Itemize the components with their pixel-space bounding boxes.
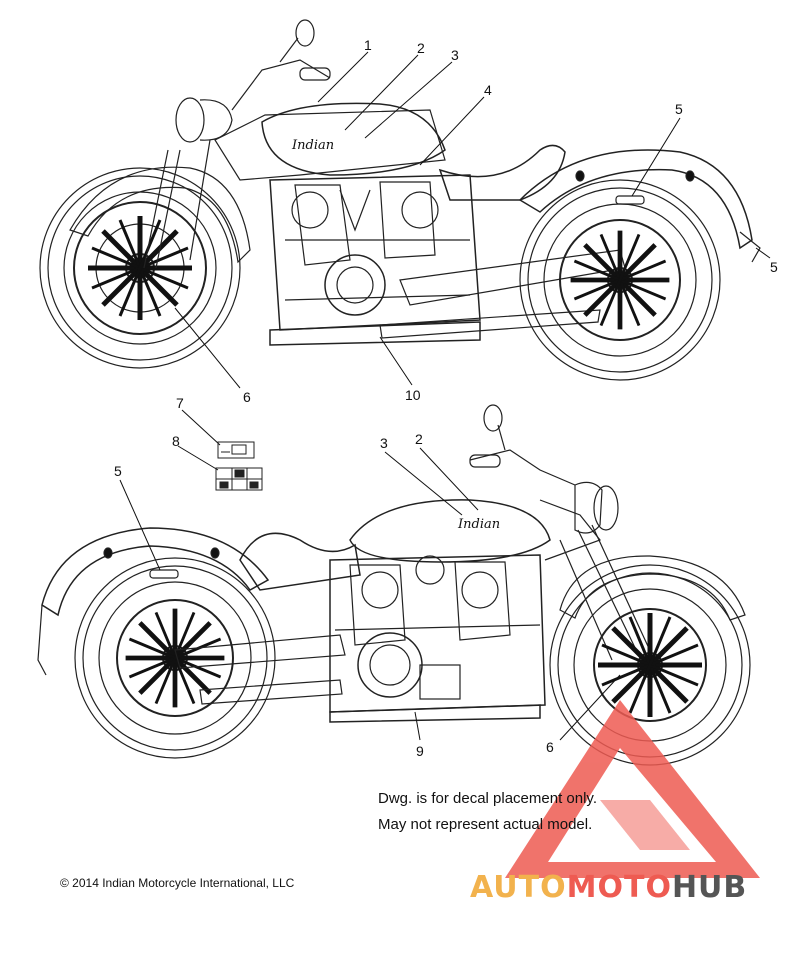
front-fork-bottom bbox=[559, 524, 653, 661]
rear-fender-decal-bottom bbox=[149, 569, 179, 579]
fuel-tank-top bbox=[261, 102, 446, 176]
watermark-auto: AUTO bbox=[470, 870, 567, 905]
headlight-bottom bbox=[574, 481, 619, 534]
copyright-notice: © 2014 Indian Motorcycle International, … bbox=[60, 876, 295, 890]
exhaust-bottom bbox=[199, 679, 343, 705]
headlight-top bbox=[175, 97, 233, 143]
callout-8: 8 bbox=[172, 433, 180, 449]
fuel-tank-bottom bbox=[349, 499, 551, 563]
watermark-logo-triangle bbox=[505, 700, 760, 878]
leader-lines-top bbox=[174, 51, 771, 471]
tank-logo-bottom: Indian bbox=[457, 517, 500, 532]
callout-4: 4 bbox=[484, 82, 492, 98]
label-8-decal bbox=[215, 467, 263, 491]
callout-5-bottom: 5 bbox=[114, 463, 122, 479]
callout-1: 1 bbox=[364, 37, 372, 53]
engine-bottom bbox=[329, 554, 546, 713]
mirror-bottom bbox=[483, 404, 503, 432]
callout-7: 7 bbox=[176, 395, 184, 411]
callout-5-top-b: 5 bbox=[770, 259, 778, 275]
callout-3-top: 3 bbox=[451, 47, 459, 63]
front-wheel-bottom bbox=[549, 564, 751, 766]
watermark-text: AUTOMOTOHUB bbox=[470, 870, 747, 905]
engine-top bbox=[269, 174, 481, 331]
motorcycle-left-view: Indian bbox=[39, 19, 761, 381]
seat-top bbox=[438, 144, 566, 201]
swingarm-bottom bbox=[174, 634, 346, 669]
note-line-2: May not represent actual model. bbox=[378, 816, 593, 833]
callout-10: 10 bbox=[405, 387, 421, 403]
swingarm-top bbox=[399, 249, 626, 306]
callout-5-top-a: 5 bbox=[675, 101, 683, 117]
front-fork-top bbox=[143, 139, 211, 269]
callout-2-top: 2 bbox=[417, 40, 425, 56]
front-wheel-top bbox=[39, 167, 241, 369]
rear-wheel-top bbox=[519, 179, 721, 381]
seat-bottom bbox=[239, 532, 361, 591]
callout-3-bottom: 3 bbox=[380, 435, 388, 451]
front-fender-top bbox=[69, 166, 251, 264]
frame-bottom bbox=[539, 499, 601, 561]
leader-lines-bottom bbox=[119, 447, 621, 741]
callout-6-bottom: 6 bbox=[546, 739, 554, 755]
handlebar-top bbox=[231, 59, 331, 111]
rear-fender-bottom bbox=[41, 527, 270, 617]
callout-2-bottom: 2 bbox=[415, 431, 423, 447]
watermark-hub: HUB bbox=[671, 870, 748, 905]
watermark-moto: MOTO bbox=[566, 870, 672, 905]
tank-logo-top: Indian bbox=[291, 138, 334, 153]
mirror-top bbox=[295, 19, 315, 47]
callout-6-top: 6 bbox=[243, 389, 251, 405]
rear-wheel-bottom bbox=[74, 557, 276, 759]
label-7-decal bbox=[217, 441, 255, 459]
callouts-top: 1 2 3 4 5 5 6 10 7 8 bbox=[172, 37, 778, 449]
rear-fender-top bbox=[518, 149, 753, 250]
frame-top bbox=[214, 109, 446, 181]
callouts-bottom: 5 3 2 6 9 bbox=[114, 431, 554, 759]
rear-fender-decal-top bbox=[615, 195, 645, 205]
callout-9: 9 bbox=[416, 743, 424, 759]
note-line-1: Dwg. is for decal placement only. bbox=[378, 790, 597, 807]
